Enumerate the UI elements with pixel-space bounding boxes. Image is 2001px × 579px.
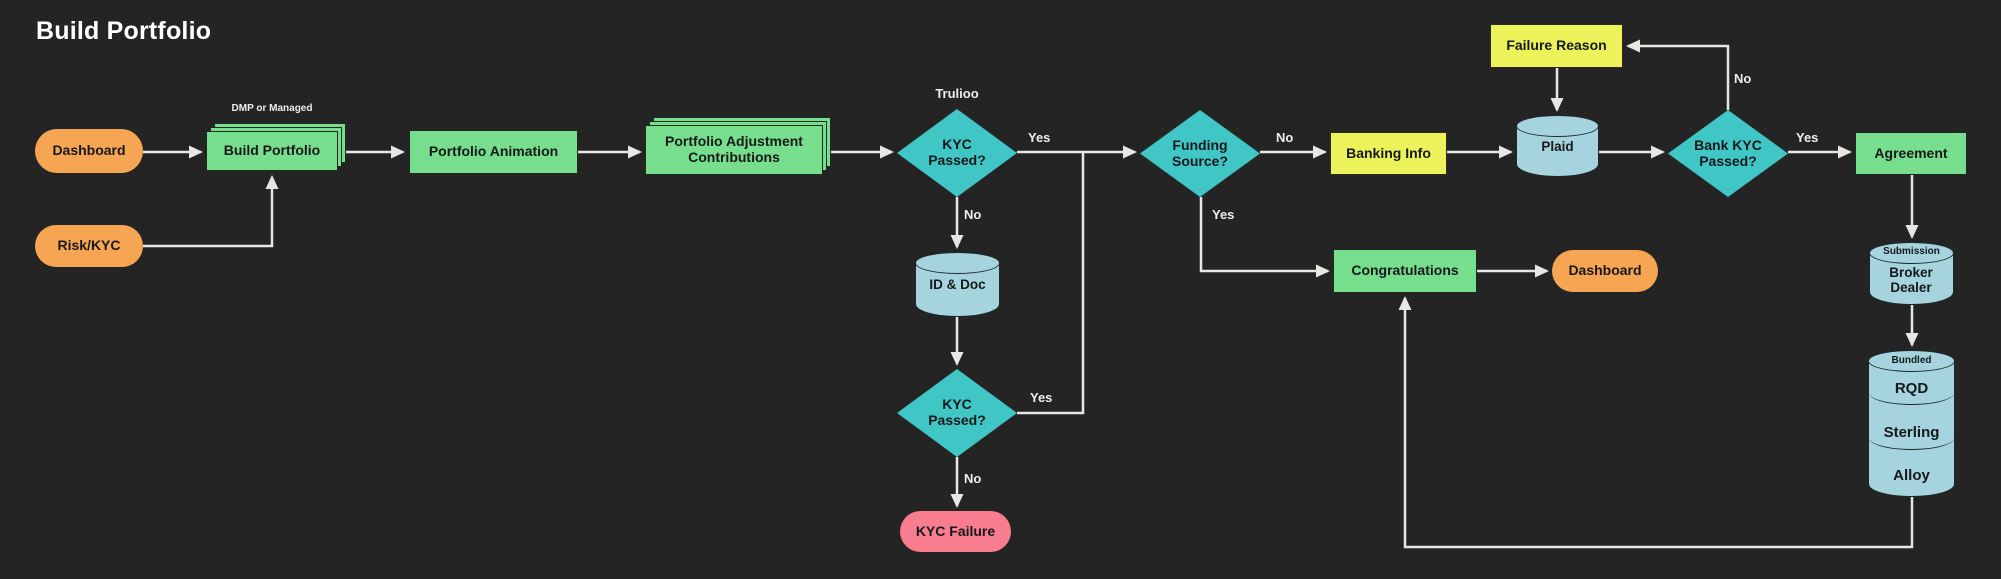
node-label: Broker Dealer	[1889, 265, 1933, 295]
node-failure-reason[interactable]: Failure Reason	[1490, 24, 1623, 68]
node-agreement[interactable]: Agreement	[1855, 132, 1967, 175]
node-dashboard-end[interactable]: Dashboard	[1552, 250, 1658, 292]
node-risk-kyc[interactable]: Risk/KYC	[35, 225, 143, 267]
page-title: Build Portfolio	[36, 17, 212, 45]
node-funding-source[interactable]: Funding Source?	[1140, 110, 1260, 197]
segment-rqd: RQD	[1894, 380, 1929, 397]
node-label: Dashboard	[52, 142, 126, 159]
node-label: Dashboard	[1568, 262, 1642, 279]
caption-dmp-or-managed: DMP or Managed	[231, 103, 313, 114]
edge-label-kyc2-yes: Yes	[1030, 390, 1053, 405]
edge-label-bank-yes: Yes	[1796, 130, 1819, 145]
segment-sterling: Sterling	[1883, 424, 1940, 441]
node-label: ID & Doc	[929, 277, 986, 292]
edge-label-funding-yes: Yes	[1212, 207, 1235, 222]
node-label: Agreement	[1874, 144, 1948, 161]
caption-submission: Submission	[1883, 246, 1940, 257]
cylinder-top	[1869, 242, 1954, 264]
node-label: KYC Failure	[915, 522, 996, 539]
node-label: KYC Passed?	[928, 396, 986, 428]
edge-label-funding-no: No	[1276, 130, 1294, 145]
cylinder-top	[915, 252, 1000, 274]
node-label: Congratulations	[1351, 262, 1459, 279]
node-portfolio-adjustment-contributions[interactable]: Portfolio Adjustment Contributions	[645, 117, 831, 175]
node-bank-kyc-passed[interactable]: Bank KYC Passed?	[1668, 110, 1788, 197]
node-label: Portfolio Adjustment Contributions	[665, 133, 803, 165]
node-label: Failure Reason	[1506, 37, 1607, 54]
node-broker-dealer-database[interactable]: Submission Broker Dealer	[1869, 242, 1954, 305]
caption-trulioo: Trulioo	[935, 86, 979, 101]
node-label: Funding Source?	[1171, 136, 1228, 169]
edge-label-kyc2-no: No	[964, 471, 982, 486]
node-kyc-passed-1[interactable]: KYC Passed?	[897, 109, 1017, 197]
node-portfolio-animation[interactable]: Portfolio Animation	[409, 130, 578, 174]
node-label: Build Portfolio	[223, 142, 321, 159]
edge-label-kyc1-yes: Yes	[1028, 130, 1051, 145]
edge-label-kyc1-no: No	[964, 207, 982, 222]
caption-bundled: Bundled	[1891, 355, 1932, 366]
node-label: Bank KYC Passed?	[1694, 136, 1762, 169]
node-plaid-database[interactable]: Plaid	[1516, 115, 1599, 177]
node-label: Banking Info	[1346, 144, 1431, 161]
node-label: KYC Passed?	[928, 136, 986, 168]
node-build-portfolio[interactable]: Build Portfolio	[206, 123, 346, 171]
node-dashboard-start[interactable]: Dashboard	[35, 129, 143, 173]
node-label: Risk/KYC	[57, 237, 121, 254]
node-id-doc-database[interactable]: ID & Doc	[915, 252, 1000, 317]
cylinder-top	[1516, 115, 1599, 137]
node-congratulations[interactable]: Congratulations	[1333, 249, 1477, 293]
edge-label-bank-no: No	[1734, 71, 1752, 86]
node-bundled-database-stack[interactable]: Bundled RQD Sterling Alloy	[1868, 350, 1955, 497]
node-banking-info[interactable]: Banking Info	[1330, 132, 1447, 175]
node-label: Portfolio Animation	[428, 143, 559, 160]
node-label: Plaid	[1541, 139, 1574, 154]
node-kyc-passed-2[interactable]: KYC Passed?	[897, 369, 1017, 457]
segment-alloy: Alloy	[1893, 467, 1930, 484]
node-kyc-failure[interactable]: KYC Failure	[900, 511, 1011, 552]
